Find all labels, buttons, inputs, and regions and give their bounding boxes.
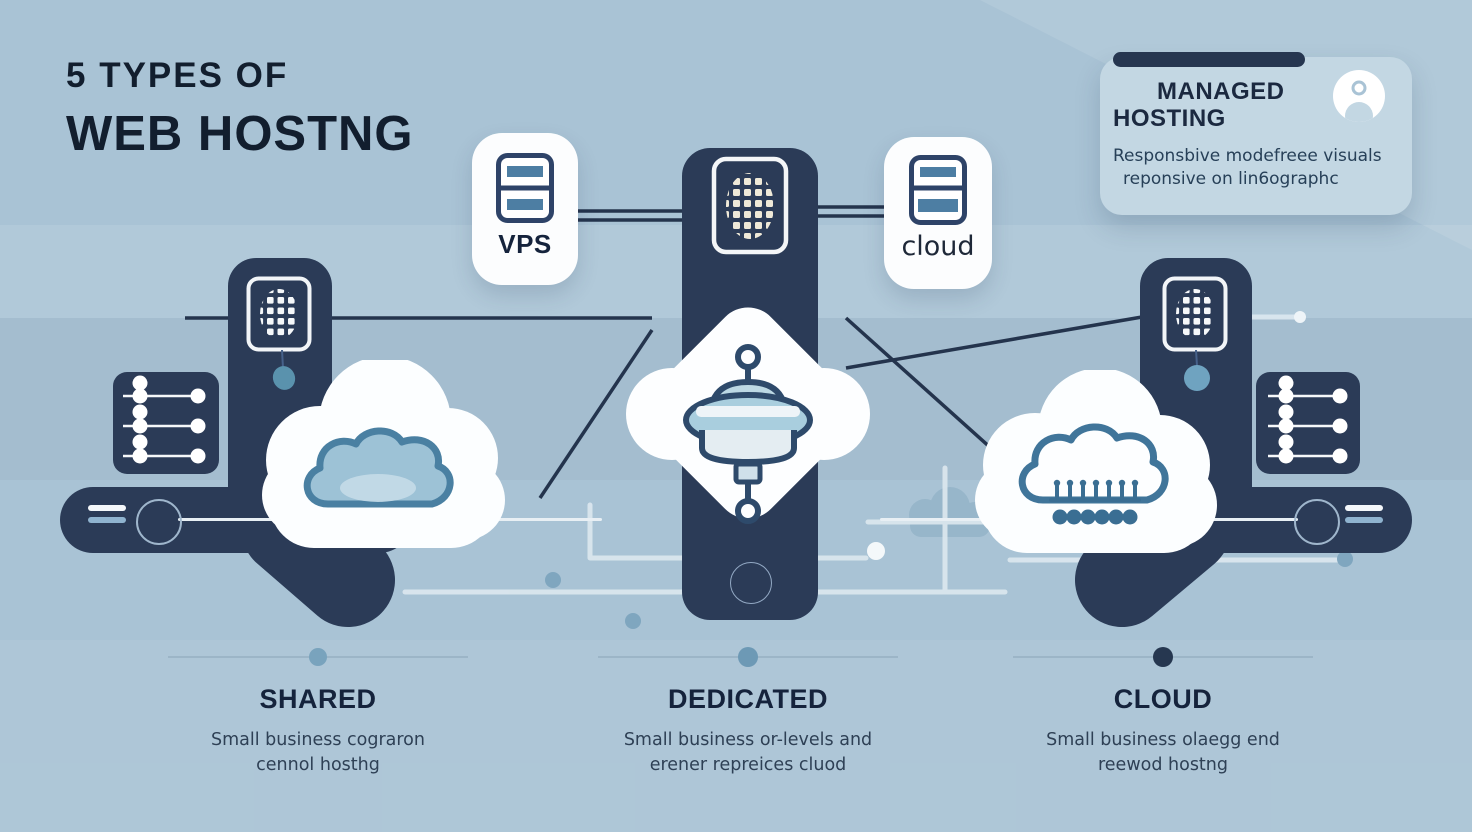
hamburger-dash	[88, 517, 126, 523]
section-desc-line2: reewod hostng	[1097, 755, 1228, 776]
managed-title-line1: MANAGED	[1157, 78, 1285, 105]
dot-matrix-icon	[246, 276, 312, 352]
cloud-icon	[303, 427, 454, 508]
managed-hosting-card: MANAGED HOSTING Responsbive modefreee vi…	[1100, 52, 1412, 215]
section-desc-line1: Small business or-levels and	[623, 730, 873, 750]
dot-matrix-icon	[1162, 276, 1228, 352]
left-slider-panel	[113, 372, 219, 474]
section-desc-line2: erener repreices cluod	[649, 755, 847, 776]
load-balancer-node	[626, 307, 870, 524]
managed-desc-line2: reponsive on lin6ographc	[1123, 169, 1339, 190]
user-avatar-icon	[1333, 70, 1385, 122]
title-line1: 5 TYPES OF	[66, 56, 289, 95]
section-dot	[309, 648, 327, 666]
section-divider	[168, 648, 468, 666]
server-icon	[496, 153, 554, 223]
pendant-node-icon	[272, 350, 296, 390]
slider-panel-icon	[1268, 375, 1348, 464]
left-cloud	[262, 360, 505, 548]
managed-desc-line1: Responsbive modefreee visuals	[1113, 146, 1382, 166]
section-desc: Small business cograron cennol hosthg	[128, 728, 508, 779]
section-shared: SHARED Small business cograron cennol ho…	[128, 646, 508, 779]
section-heading: CLOUD	[1113, 684, 1213, 714]
rain-cloud-icon	[1018, 423, 1169, 525]
hamburger-dash	[1345, 517, 1383, 523]
managed-title-line2: HOSTING	[1113, 104, 1226, 132]
right-slider-panel	[1256, 372, 1360, 474]
section-heading: SHARED	[259, 684, 377, 714]
section-dot	[1153, 647, 1173, 667]
server-icon	[909, 155, 967, 225]
section-heading: DEDICATED	[667, 684, 828, 714]
dot-matrix-icon	[711, 156, 789, 255]
pillar-bottom-ring	[730, 562, 772, 604]
section-dot	[738, 647, 758, 667]
section-dedicated: DEDICATED Small business or-levels and e…	[558, 646, 938, 779]
section-cloud: CLOUD Small business olaegg end reewod h…	[973, 646, 1353, 779]
section-desc-line2: cennol hosthg	[256, 755, 380, 776]
section-desc-line1: Small business cograron	[211, 730, 425, 750]
card-top-bar	[1113, 52, 1305, 67]
managed-hosting-desc: Responsbive modefreee visuals reponsive …	[1113, 145, 1403, 192]
load-balancer-icon	[683, 344, 813, 524]
section-desc: Small business or-levels and erener repr…	[558, 728, 938, 779]
section-divider	[598, 647, 898, 667]
hamburger-dash	[88, 505, 126, 511]
right-cloud	[975, 370, 1217, 553]
cloud-node-card: cloud	[884, 137, 992, 289]
rail-ring	[136, 499, 182, 545]
rail-ring	[1294, 499, 1340, 545]
cloud-label: cloud	[901, 231, 975, 262]
page-title: 5 TYPES OF WEB HOSTNG	[66, 56, 414, 162]
vps-node-card: VPS	[472, 133, 578, 285]
title-line2: WEB HOSTNG	[66, 107, 414, 161]
managed-hosting-title: MANAGED HOSTING	[1113, 78, 1323, 133]
hamburger-dash	[1345, 505, 1383, 511]
slider-panel-icon	[123, 375, 206, 464]
pendant-node-icon	[1184, 350, 1210, 391]
background-band	[0, 640, 1472, 832]
section-desc: Small business olaegg end reewod hostng	[973, 728, 1353, 779]
section-desc-line1: Small business olaegg end	[1046, 730, 1280, 750]
section-divider	[1013, 647, 1313, 667]
vps-label: VPS	[498, 229, 552, 259]
